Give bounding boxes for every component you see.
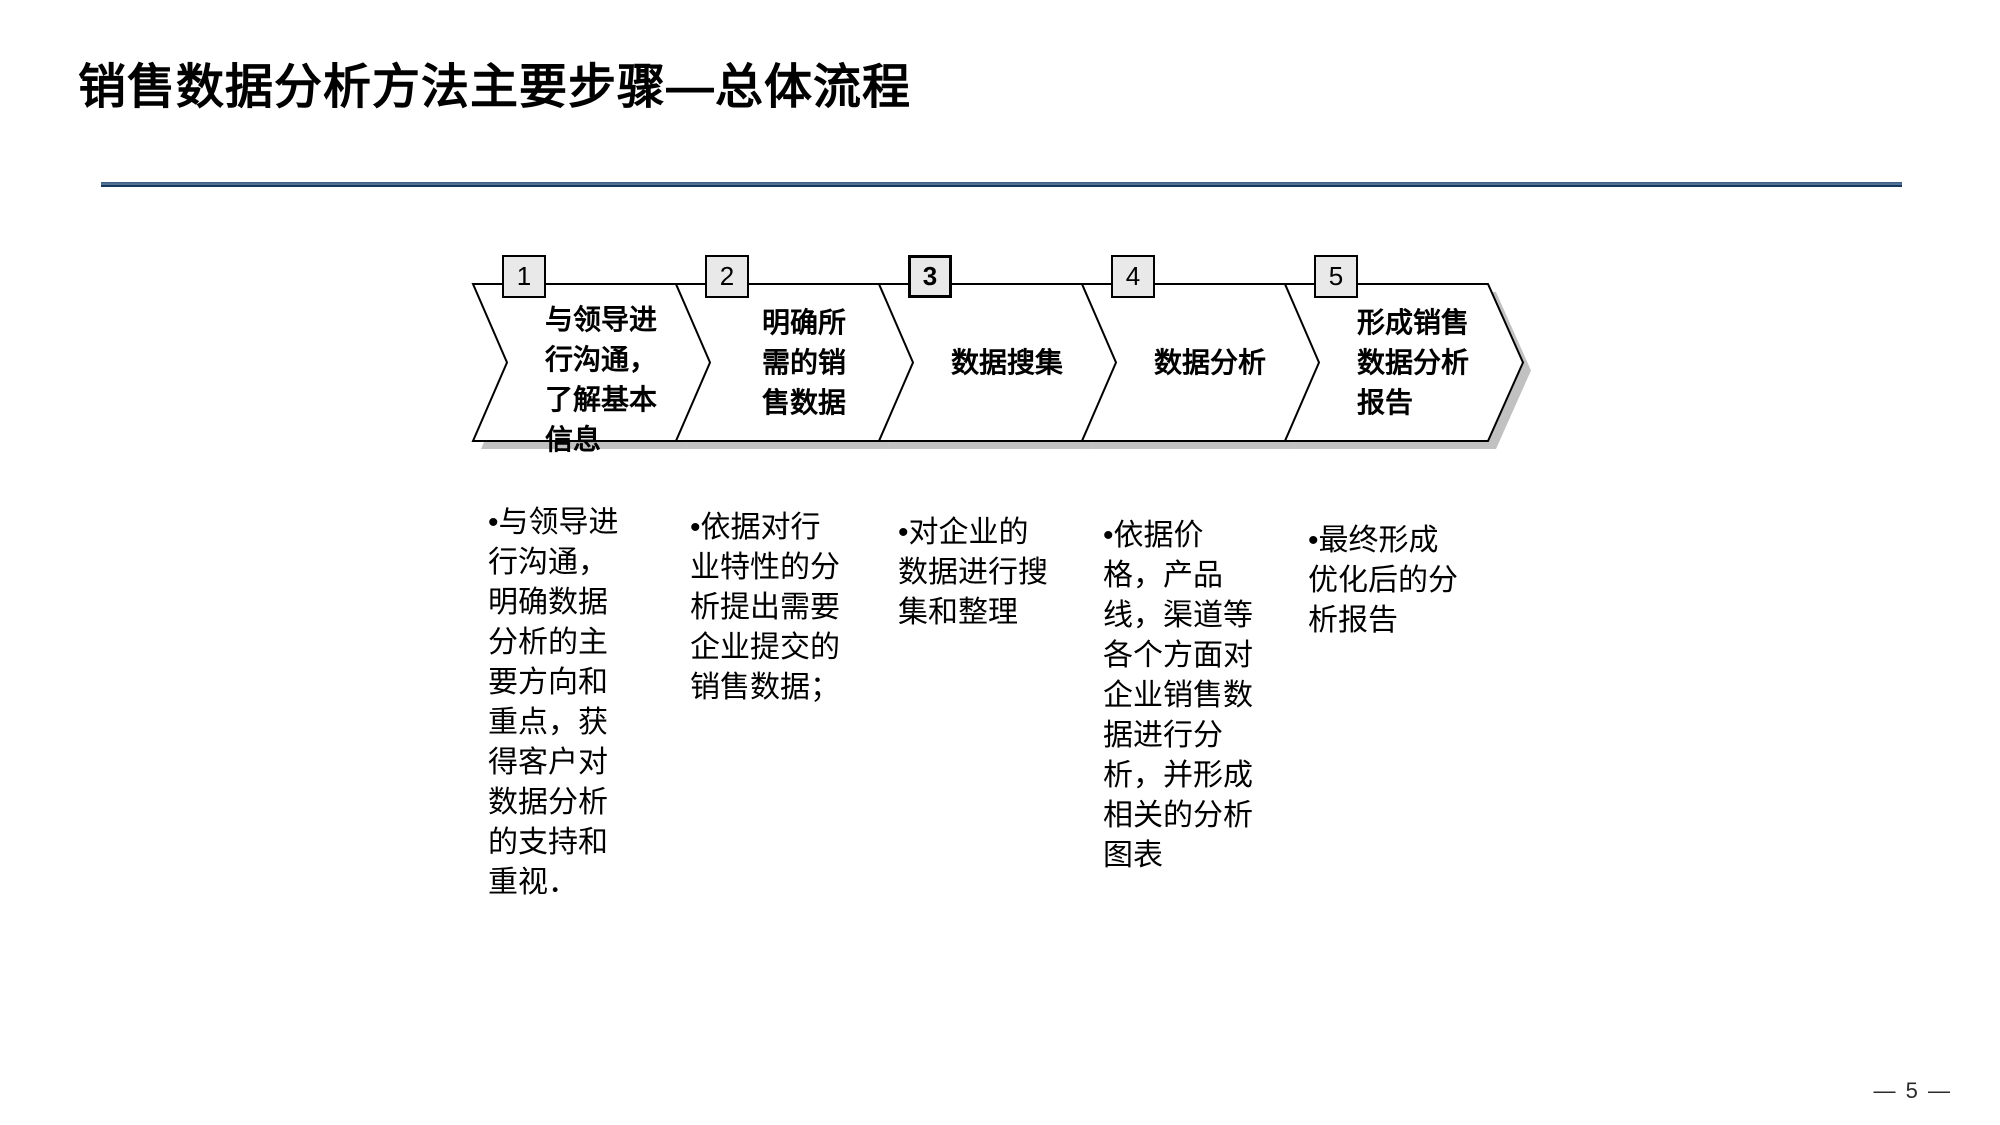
step-label-1: 与领导进 行沟通， 了解基本 信息 bbox=[501, 284, 701, 455]
step-number-3: 3 bbox=[922, 261, 938, 291]
step-description-1: •与领导进 行沟通， 明确数据 分析的主 要方向和 重点，获 得客户对 数据分析… bbox=[488, 506, 619, 899]
step-label-text-5: 形成销售 数据分析 报告 bbox=[1356, 306, 1469, 418]
step-label-3: 数据搜集 bbox=[907, 284, 1107, 441]
step-description-3: •对企业的 数据进行搜 集和整理 bbox=[898, 516, 1048, 629]
step-label-text-2: 明确所 需的销 售数据 bbox=[761, 306, 846, 418]
step-description-2: •依据对行 业特性的分 析提出需要 企业提交的 销售数据； bbox=[690, 511, 840, 704]
step-label-2: 明确所 需的销 售数据 bbox=[704, 284, 904, 441]
step-number-5: 5 bbox=[1328, 261, 1344, 291]
step-label-text-4: 数据分析 bbox=[1153, 346, 1266, 378]
chevron-shapes bbox=[471, 283, 1525, 442]
chevron-shape-5 bbox=[1283, 283, 1525, 442]
step-label-4: 数据分析 bbox=[1110, 284, 1310, 441]
step-label-text-3: 数据搜集 bbox=[950, 346, 1063, 378]
step-description-5: •最终形成 优化后的分 析报告 bbox=[1308, 524, 1458, 637]
step-number-badge-3: 3 bbox=[908, 255, 952, 298]
step-number-2: 2 bbox=[719, 261, 735, 291]
page-number: — 5 — bbox=[1873, 1078, 1952, 1103]
step-number-badge-2: 2 bbox=[705, 255, 749, 298]
title-divider-line bbox=[101, 182, 1902, 187]
step-number-badge-1: 1 bbox=[502, 255, 546, 298]
step-number-badge-5: 5 bbox=[1314, 255, 1358, 298]
step-description-4: •依据价 格，产品 线，渠道等 各个方面对 企业销售数 据进行分 析，并形成 相… bbox=[1103, 519, 1253, 872]
step-number-1: 1 bbox=[516, 261, 532, 291]
step-number-badge-4: 4 bbox=[1111, 255, 1155, 298]
step-label-text-1: 与领导进 行沟通， 了解基本 信息 bbox=[544, 304, 657, 455]
step-number-4: 4 bbox=[1125, 261, 1141, 291]
page-title: 销售数据分析方法主要步骤—总体流程 bbox=[78, 61, 912, 114]
process-flow-diagram bbox=[471, 283, 1531, 449]
step-label-5: 形成销售 数据分析 报告 bbox=[1313, 284, 1513, 441]
